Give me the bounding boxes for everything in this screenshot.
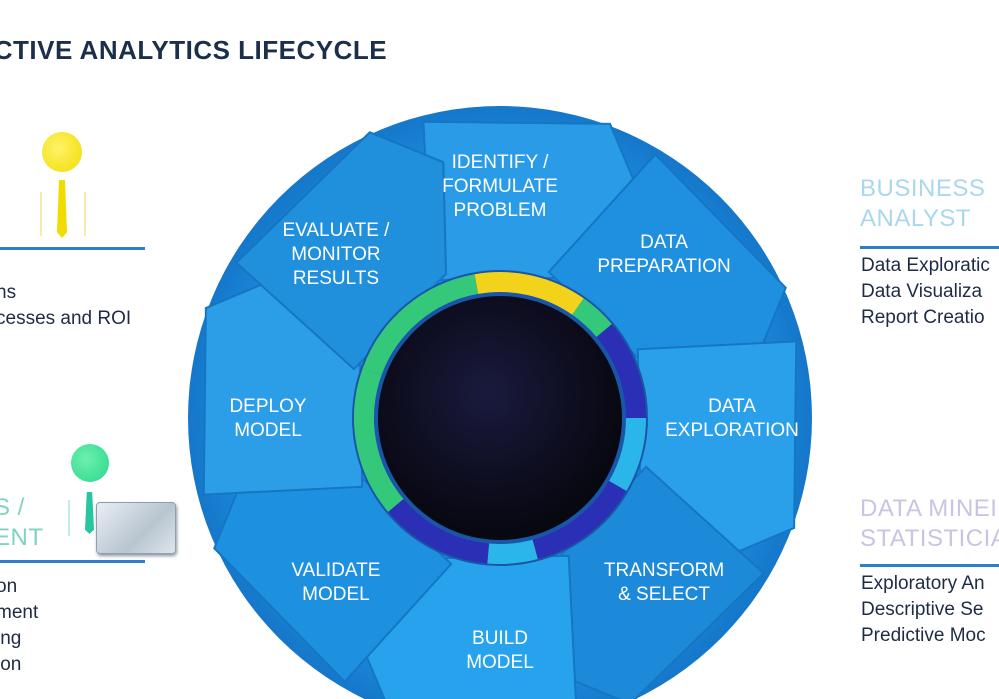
business-analyst-item: Report Creatio — [861, 307, 985, 328]
data-miner-role-line: STATISTICIA — [860, 525, 999, 552]
segment-label-line: FORMULATE — [442, 176, 558, 197]
segment-label-line: EXPLORATION — [665, 420, 799, 441]
business-analyst-item: Data Visualiza — [861, 281, 983, 302]
business-analyst-item: Data Exploratic — [861, 255, 990, 276]
left-bottom-item: on — [0, 576, 18, 597]
segment-label-line: TRANSFORM — [604, 560, 724, 581]
left-bottom-list: on ment ing ion — [0, 574, 38, 678]
business-analyst-role: BUSINESS ANALYST — [860, 174, 985, 234]
segment-label-line: & SELECT — [618, 584, 710, 605]
segment-label-line: DATA — [640, 232, 688, 253]
segment-label-line: DEPLOY — [229, 396, 306, 417]
page-title: ICTIVE ANALYTICS LIFECYCLE — [0, 35, 388, 65]
data-miner-list: Exploratory An Descriptive Se Predictive… — [861, 571, 986, 649]
left-bottom-role-line: S / — [0, 494, 25, 521]
segment-label-line: PREPARATION — [597, 256, 730, 277]
inner-ring-arc — [354, 368, 404, 512]
data-miner-divider — [860, 564, 999, 567]
left-top-item: ns — [0, 282, 17, 303]
data-miner-role-line: DATA MINEI — [860, 495, 998, 522]
segment-label-line: PROBLEM — [454, 200, 547, 221]
segment-label-line: DATA — [708, 396, 756, 417]
business-analyst-role-line: ANALYST — [860, 205, 972, 232]
business-analyst-divider — [860, 246, 999, 249]
segment-label-line: VALIDATE — [291, 560, 380, 581]
left-bottom-role-line: ENT — [0, 524, 44, 551]
business-analyst-list: Data Exploratic Data Visualiza Report Cr… — [861, 253, 990, 331]
segment-label-line: EVALUATE / — [282, 220, 390, 241]
segment-label-line: RESULTS — [293, 268, 379, 289]
left-bottom-item: ion — [0, 654, 22, 675]
tablet-icon — [96, 502, 176, 554]
business-analyst-role-line: BUSINESS — [860, 175, 986, 202]
segment-label: IDENTIFY / FORMULATE PROBLEM — [442, 152, 558, 221]
left-top-divider — [0, 247, 145, 250]
inner-ring-arc — [474, 272, 584, 315]
data-miner-role: DATA MINEI STATISTICIA — [860, 494, 999, 554]
data-miner-item: Predictive Moc — [861, 625, 986, 646]
segment-label: DATA PREPARATION — [597, 232, 730, 277]
segment-label-line: IDENTIFY / — [452, 152, 549, 173]
person-yellow-icon — [38, 132, 90, 244]
segment-label: BUILD MODEL — [466, 628, 534, 673]
inner-ring-arc — [608, 417, 646, 491]
inner-ring-arc — [532, 480, 627, 560]
data-miner-item: Exploratory An — [861, 573, 985, 594]
left-bottom-item: ing — [0, 628, 22, 649]
left-bottom-divider — [0, 560, 145, 563]
inner-ring-arc — [487, 539, 538, 564]
segment-label: DATA EXPLORATION — [665, 396, 799, 441]
segment-label: EVALUATE / MONITOR RESULTS — [282, 220, 390, 289]
person-green-icon — [66, 444, 116, 540]
segment-label-line: MODEL — [234, 420, 302, 441]
segment-label: DEPLOY MODEL — [229, 396, 306, 441]
inner-ring-arc — [388, 498, 490, 564]
segment-label-line: MODEL — [466, 652, 534, 673]
segment-label: VALIDATE MODEL — [291, 560, 380, 605]
data-miner-item: Descriptive Se — [861, 599, 984, 620]
segment-label-line: MONITOR — [291, 244, 380, 265]
segment-label-line: MODEL — [302, 584, 370, 605]
segment-label-line: BUILD — [472, 628, 528, 649]
left-top-list: ns cesses and ROI — [0, 280, 131, 332]
inner-ring-arc — [572, 298, 612, 338]
left-top-item: cesses and ROI — [0, 308, 132, 329]
wheel-core — [378, 296, 622, 540]
left-bottom-item: ment — [0, 602, 39, 623]
left-bottom-role: S / ENT — [0, 493, 44, 553]
inner-ring-arc — [362, 274, 479, 376]
inner-ring-arc — [596, 324, 646, 419]
segment-label: TRANSFORM & SELECT — [604, 560, 724, 605]
